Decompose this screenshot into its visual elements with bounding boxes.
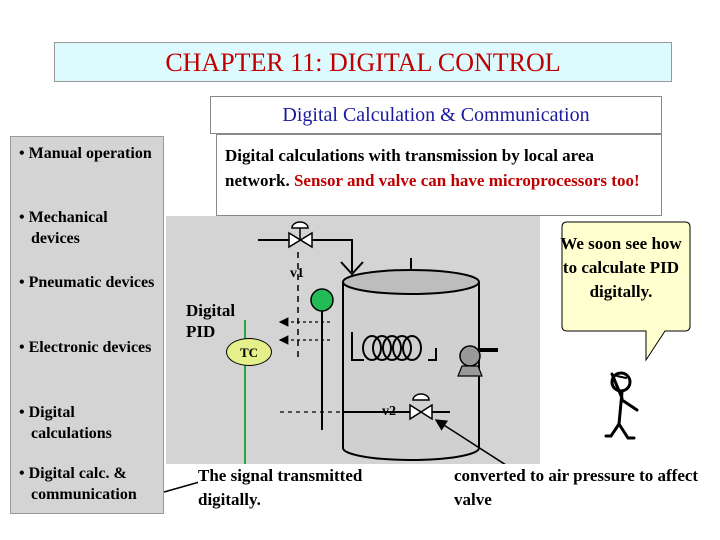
method-item-electronic: • Electronic devices	[19, 339, 152, 356]
sensor-icon[interactable]	[310, 288, 334, 312]
description-text: Digital calculations with transmission b…	[225, 146, 594, 190]
valve-v2-label: v2	[382, 404, 396, 419]
pump-icon[interactable]	[457, 345, 498, 377]
stick-figure-icon	[604, 371, 639, 440]
chapter-title: CHAPTER 11: DIGITAL CONTROL	[54, 42, 672, 82]
description-highlight: Sensor and valve can have microprocessor…	[293, 171, 640, 190]
valve-v1-label: v1	[290, 266, 304, 281]
method-item-digital: • Digital calculations	[19, 404, 112, 442]
speech-bubble	[561, 221, 691, 362]
note-air-pressure: converted to air pressure to affect valv…	[454, 464, 704, 516]
method-item-digital-communication: • Digital calc. & communication	[19, 465, 137, 503]
digital-pid-label: Digital PID	[186, 301, 236, 341]
method-item-mechanical: • Mechanical devices	[19, 209, 108, 247]
method-item-manual: • Manual operation	[19, 145, 152, 162]
section-subtitle: Digital Calculation & Communication	[210, 96, 662, 134]
description-box: Digital calculations with transmission b…	[216, 134, 662, 216]
valve-v1-icon[interactable]	[288, 221, 313, 249]
callout-text: We soon see how to calculate PID digital…	[560, 234, 682, 301]
valve-v2-icon[interactable]	[409, 393, 433, 421]
control-methods-panel: • Manual operation • Mechanical devices …	[10, 136, 164, 514]
tc-badge[interactable]: TC	[226, 338, 272, 366]
note-signal-transmitted: The signal transmitted digitally.	[198, 464, 408, 516]
tank	[342, 258, 480, 461]
heating-coil-icon	[351, 332, 437, 361]
method-item-pneumatic: • Pneumatic devices	[19, 274, 155, 291]
